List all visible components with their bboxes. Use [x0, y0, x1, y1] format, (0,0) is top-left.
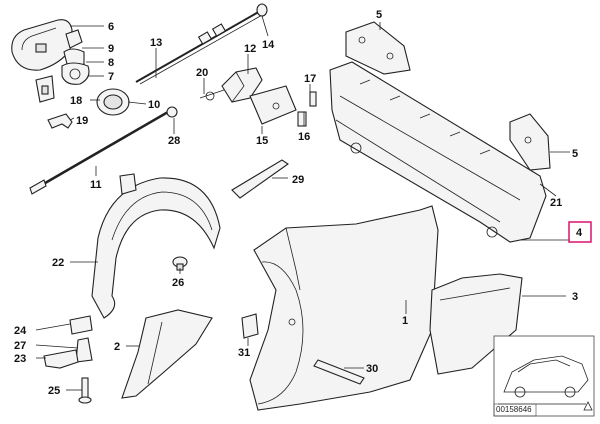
- callout-5-upper: 5: [376, 9, 382, 21]
- callout-30: 30: [366, 363, 378, 375]
- fuel-flap-cover: [11, 19, 73, 71]
- callout-17: 17: [304, 73, 316, 85]
- callout-26: 26: [172, 277, 184, 289]
- callout-12: 12: [244, 43, 256, 55]
- warning-icon: [583, 401, 593, 411]
- callout-4-highlight[interactable]: [568, 221, 592, 243]
- callout-11: 11: [90, 179, 102, 191]
- callout-15: 15: [256, 135, 268, 147]
- callout-19: 19: [76, 115, 88, 127]
- callout-23: 23: [14, 353, 26, 365]
- callout-28: 28: [168, 135, 180, 147]
- heat-shield-strip: [231, 159, 289, 199]
- sealing-pad: [241, 313, 259, 339]
- callout-27: 27: [14, 340, 26, 352]
- bracket-plate: [43, 349, 79, 369]
- callout-29: 29: [292, 174, 304, 186]
- fuel-flap-hinge: [35, 75, 55, 103]
- flexible-shaft: [29, 106, 178, 195]
- callout-22: 22: [52, 257, 64, 269]
- callout-25: 25: [48, 385, 60, 397]
- wheel-arch-liner: [91, 173, 221, 319]
- bolts: [297, 91, 317, 127]
- callout-21: 21: [550, 197, 562, 209]
- callout-10: 10: [148, 99, 160, 111]
- vehicle-thumbnail: 00158646: [493, 335, 595, 417]
- clip: [47, 113, 73, 129]
- bracket-right: [509, 113, 551, 171]
- callout-1: 1: [402, 315, 408, 327]
- callout-20: 20: [196, 67, 208, 79]
- callout-labels: 6 9 8 7 13 12 14 20 5 5 17 18 10 16 19 1…: [14, 9, 583, 397]
- callout-14: 14: [262, 39, 275, 51]
- support-strap: [313, 359, 365, 385]
- callout-2: 2: [114, 341, 120, 353]
- callout-16: 16: [298, 131, 310, 143]
- callout-4: 4: [576, 227, 583, 239]
- screw: [78, 377, 92, 404]
- callout-5-right: 5: [572, 148, 578, 160]
- callout-6: 6: [108, 21, 114, 33]
- callout-18: 18: [70, 95, 82, 107]
- sill-member: [121, 309, 213, 399]
- callout-8: 8: [108, 57, 114, 69]
- fuel-flap-small-parts: [61, 29, 90, 85]
- expanding-rivet: [172, 256, 188, 271]
- callout-7: 7: [108, 71, 114, 83]
- callout-24: 24: [14, 325, 27, 337]
- outer-panel: [429, 273, 523, 375]
- callout-9: 9: [108, 43, 114, 55]
- callout-31: 31: [238, 347, 250, 359]
- mounting-bracket: [249, 85, 297, 125]
- callout-13: 13: [150, 37, 162, 49]
- side-panel: [249, 205, 439, 411]
- buffer: [75, 337, 93, 363]
- actuator-motor: [199, 67, 263, 103]
- catalog-number: 00158646: [496, 405, 532, 414]
- callout-3: 3: [572, 291, 578, 303]
- rubber-grommet: [96, 88, 130, 116]
- bracket-upper: [345, 21, 411, 75]
- leader-lines: [35, 15, 570, 391]
- clip-nut: [69, 315, 93, 335]
- release-cable: [135, 3, 268, 85]
- rear-panel-beam: [329, 61, 547, 243]
